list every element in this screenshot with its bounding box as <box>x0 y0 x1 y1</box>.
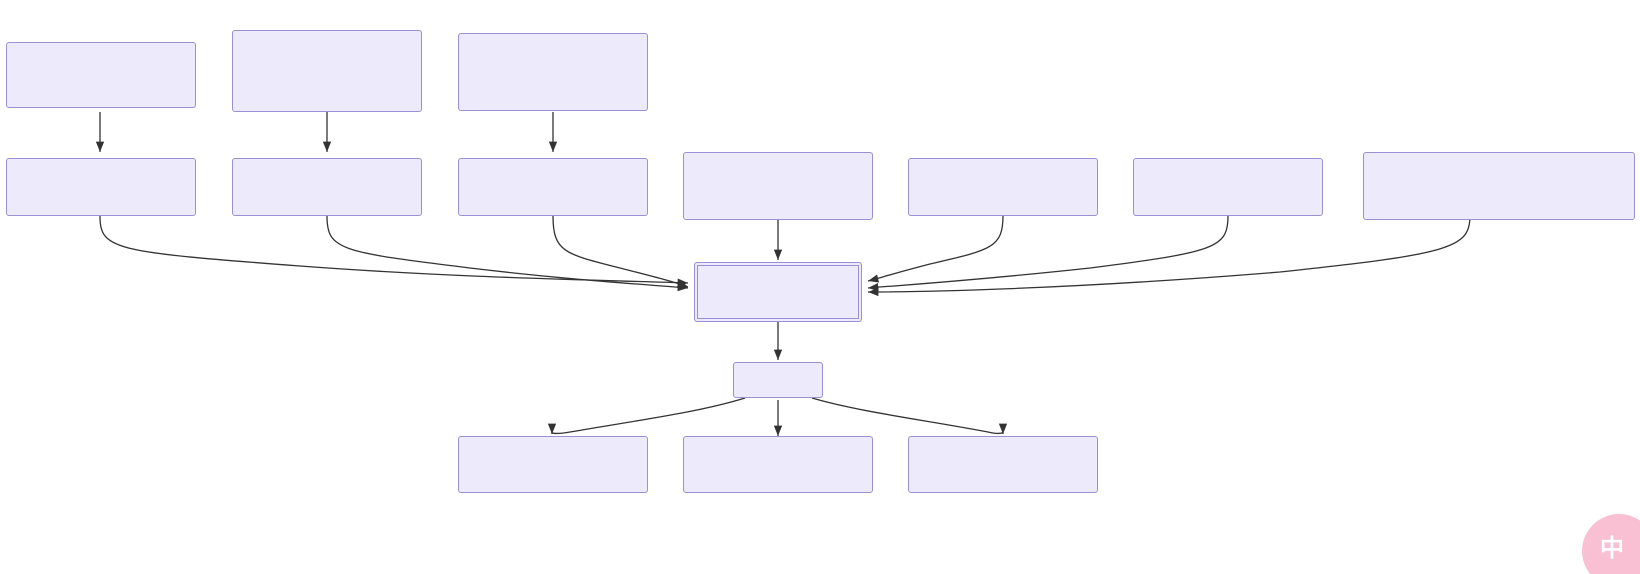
edge-experiment-to-result-robust <box>811 397 1008 435</box>
node-claim-decomp[interactable] <box>6 158 196 216</box>
edge-experiment-to-result-index <box>547 397 746 435</box>
node-gap-two-way[interactable] <box>1363 152 1635 220</box>
edge-gap-single-nn-to-core <box>867 215 1229 292</box>
node-claim-psr[interactable] <box>458 158 648 216</box>
node-result-constituent[interactable] <box>683 436 873 493</box>
edge-gap-two-way-to-core <box>867 215 1471 297</box>
watermark-glyph: 中 <box>1600 534 1624 562</box>
node-psr[interactable] <box>458 33 648 111</box>
node-gap-single-nn[interactable] <box>1133 158 1323 216</box>
node-claim-cluster[interactable] <box>232 158 422 216</box>
watermark-badge: 中 <box>1582 514 1640 574</box>
node-sampen[interactable] <box>232 30 422 112</box>
edge-claim-psr-to-core <box>552 215 689 288</box>
node-result-robust[interactable] <box>908 436 1098 493</box>
edge-gap-traditional-to-core <box>867 215 1004 283</box>
node-core-claim[interactable] <box>694 262 862 322</box>
edge-claim-cluster-to-core <box>326 215 689 292</box>
node-result-index[interactable] <box>458 436 648 493</box>
node-experiment[interactable] <box>733 362 823 398</box>
node-ceemd[interactable] <box>6 42 196 108</box>
node-gap-traditional[interactable] <box>908 158 1098 216</box>
edge-claim-decomp-to-core <box>99 215 689 287</box>
node-claim-mape[interactable] <box>683 152 873 220</box>
